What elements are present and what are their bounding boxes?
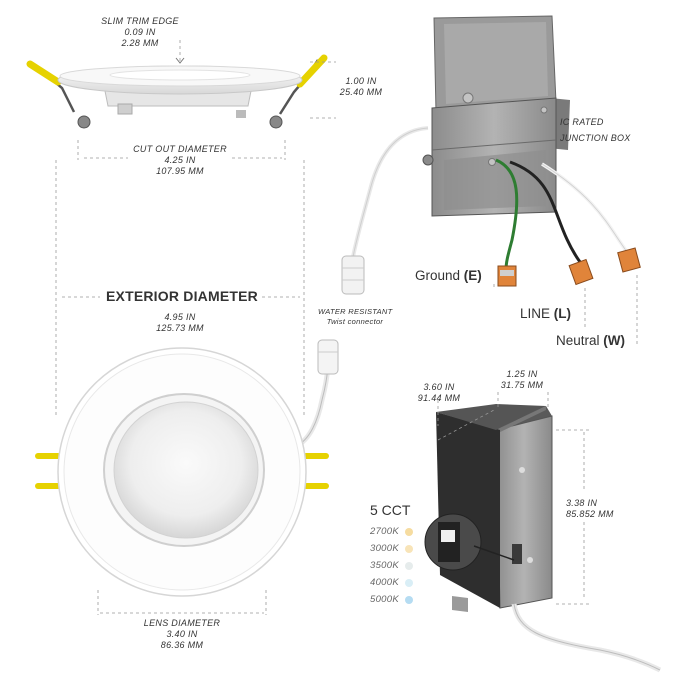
plug-connector-top	[341, 255, 365, 295]
ground-code: (E)	[463, 268, 482, 283]
dimension-lines-box	[437, 392, 590, 605]
line-label: LINE (L)	[520, 306, 571, 321]
line-code: (L)	[553, 306, 572, 321]
connector-line2: Twist connector	[326, 317, 384, 326]
lens-in: 3.40 IN	[166, 629, 198, 639]
exterior-mm: 125.73 MM	[156, 323, 204, 333]
height-mm: 25.40 MM	[339, 87, 383, 97]
slim-trim-title: SLIM TRIM EDGE	[101, 16, 179, 26]
cct-option-label: 3500K	[370, 560, 399, 571]
slim-trim-mm: 2.28 MM	[121, 38, 159, 48]
box-depth-in: 3.60 IN	[423, 382, 455, 392]
cct-option: 4000K	[370, 577, 413, 588]
cct-option-label: 3000K	[370, 543, 399, 554]
neutral-label: Neutral (W)	[556, 333, 625, 348]
junction-box-line1: IC RATED	[560, 117, 604, 127]
cct-option: 3500K	[370, 560, 413, 571]
cct-option: 5000K	[370, 594, 413, 605]
wago-connectors	[497, 247, 641, 287]
cct-option-label: 2700K	[370, 526, 399, 537]
cutout-mm: 107.95 MM	[156, 166, 204, 176]
box-height-label: 3.38 IN 85.852 MM	[566, 498, 614, 520]
cct-color-swatch	[404, 561, 413, 570]
connector-label: WATER RESISTANT Twist connector	[318, 307, 392, 327]
cutout-title: CUT OUT DIAMETER	[133, 144, 227, 154]
wire-leader-lines	[493, 275, 638, 345]
lens-label: LENS DIAMETER 3.40 IN 86.36 MM	[124, 618, 240, 651]
cct-option-label: 5000K	[370, 594, 399, 605]
cct-title: 5 CCT	[370, 502, 411, 518]
lens-mm: 86.36 MM	[160, 640, 204, 650]
connector-line1: WATER RESISTANT	[318, 307, 393, 316]
lens-title: LENS DIAMETER	[143, 618, 221, 628]
box-width-in: 1.25 IN	[506, 369, 538, 379]
cct-color-swatch	[404, 527, 413, 536]
box-height-in: 3.38 IN	[566, 498, 598, 508]
cct-color-swatch	[404, 595, 413, 604]
height-in: 1.00 IN	[345, 76, 377, 86]
box-width-label: 1.25 IN 31.75 MM	[494, 369, 550, 391]
cct-option: 2700K	[370, 526, 413, 537]
junction-box	[422, 15, 570, 217]
cct-option-label: 4000K	[370, 577, 399, 588]
slim-trim-in: 0.09 IN	[124, 27, 156, 37]
dimension-lines-top	[55, 40, 336, 615]
neutral-name: Neutral	[556, 333, 600, 348]
cutout-label: CUT OUT DIAMETER 4.25 IN 107.95 MM	[120, 144, 240, 177]
slim-trim-label: SLIM TRIM EDGE 0.09 IN 2.28 MM	[92, 16, 188, 49]
junction-box-label: IC RATED JUNCTION BOX	[560, 114, 631, 146]
light-side-view	[26, 54, 328, 129]
ground-label: Ground (E)	[415, 268, 482, 283]
junction-box-line2: JUNCTION BOX	[560, 133, 631, 143]
neutral-code: (W)	[603, 333, 626, 348]
cct-color-swatch	[404, 578, 413, 587]
line-name: LINE	[520, 306, 551, 321]
box-depth-mm: 91.44 MM	[417, 393, 461, 403]
exterior-title: EXTERIOR DIAMETER	[106, 288, 258, 304]
box-height-mm: 85.852 MM	[566, 509, 614, 519]
light-front-view	[35, 339, 339, 597]
junction-box-3d	[424, 404, 662, 673]
box-depth-label: 3.60 IN 91.44 MM	[412, 382, 466, 404]
ground-name: Ground	[415, 268, 461, 283]
cct-option: 3000K	[370, 543, 413, 554]
exterior-label: 4.95 IN 125.73 MM	[130, 312, 230, 334]
junction-wires	[350, 126, 632, 271]
cct-color-swatch	[404, 544, 413, 553]
exterior-in: 4.95 IN	[164, 312, 196, 322]
cutout-in: 4.25 IN	[164, 155, 196, 165]
box-width-mm: 31.75 MM	[500, 380, 544, 390]
height-label: 1.00 IN 25.40 MM	[336, 76, 386, 98]
